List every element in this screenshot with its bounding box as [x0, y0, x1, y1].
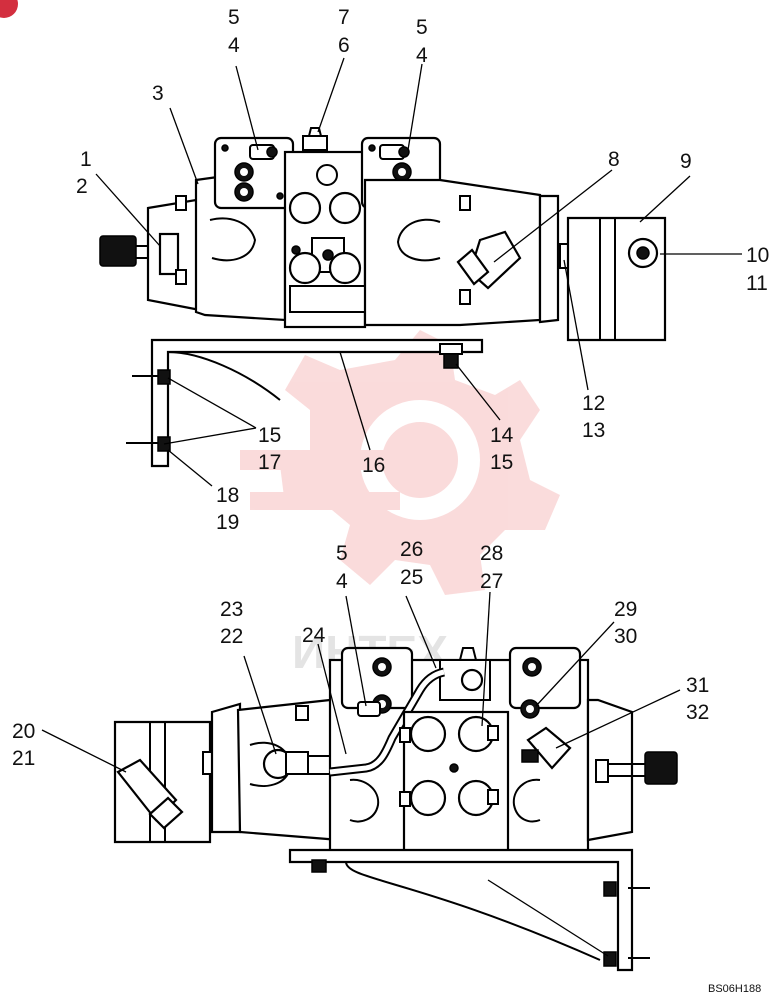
callout-5b: 5 [416, 16, 428, 39]
callout-14: 14 [490, 424, 514, 447]
callout-1: 1 [80, 148, 92, 171]
input-shaft-spline [99, 235, 137, 267]
watermark-logo [240, 330, 560, 595]
callout-16: 16 [362, 454, 385, 477]
callout-27: 27 [480, 570, 503, 593]
callout-29: 29 [614, 598, 637, 621]
callout-23: 23 [220, 598, 243, 621]
callout-5a: 5 [228, 6, 240, 29]
callout-9: 9 [680, 150, 692, 173]
callout-5c: 5 [336, 542, 348, 565]
callout-28: 28 [480, 542, 503, 565]
callout-25: 25 [400, 566, 423, 589]
bottom-pump-assembly [113, 646, 678, 972]
callout-4b: 4 [416, 44, 428, 67]
callout-2: 2 [76, 175, 88, 198]
callout-10: 10 [746, 244, 769, 267]
callout-11: 11 [746, 272, 768, 295]
corner-badge [0, 0, 18, 18]
callout-19: 19 [216, 511, 239, 534]
callout-15a: 15 [258, 424, 281, 447]
callout-26: 26 [400, 538, 423, 561]
callout-22: 22 [220, 625, 243, 648]
callout-6: 6 [338, 34, 350, 57]
gear-pump [566, 216, 667, 342]
callout-32: 32 [686, 701, 709, 724]
callout-21: 21 [12, 747, 35, 770]
callout-24: 24 [302, 624, 326, 647]
drawing-code: BS06H188 [708, 983, 761, 995]
callout-13: 13 [582, 419, 605, 442]
callout-15b: 15 [490, 451, 513, 474]
top-leader-lines [95, 57, 742, 487]
callout-12: 12 [582, 392, 605, 415]
callout-3: 3 [152, 82, 164, 105]
top-pump-assembly [99, 127, 667, 468]
callout-18: 18 [216, 484, 239, 507]
callout-4a: 4 [228, 34, 240, 57]
callout-7: 7 [338, 6, 350, 29]
callout-20: 20 [12, 720, 35, 743]
callout-labels: 1 2 3 5 4 7 6 5 4 8 9 10 11 12 13 14 15 … [12, 6, 769, 770]
callout-31: 31 [686, 674, 709, 697]
bottom-leader-lines [41, 591, 681, 957]
callout-4c: 4 [336, 570, 348, 593]
callout-17: 17 [258, 451, 281, 474]
callout-30: 30 [614, 625, 637, 648]
callout-8: 8 [608, 148, 620, 171]
